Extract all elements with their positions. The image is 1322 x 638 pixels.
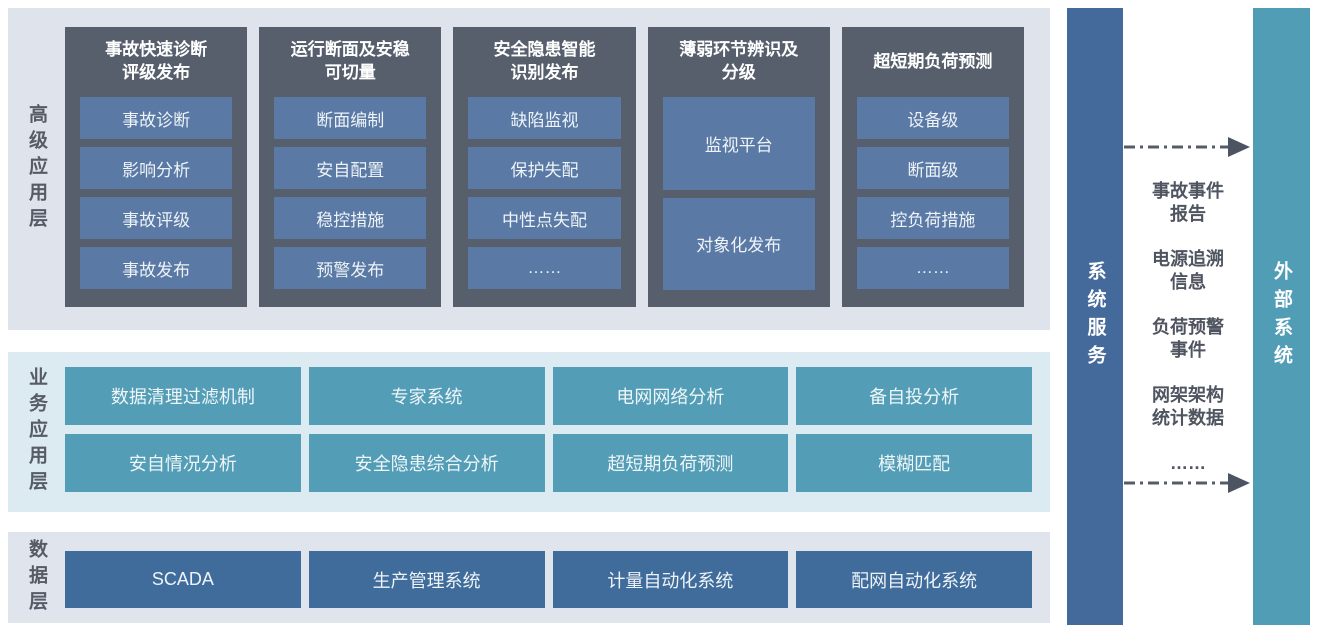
column-header: 运行断面及安稳 可切量 — [290, 40, 410, 82]
app-box: 缺陷监视 — [468, 97, 621, 139]
column-operating-section: 运行断面及安稳 可切量 断面编制 安自配置 稳控措施 预警发布 — [259, 27, 442, 307]
data-source-box: SCADA — [65, 551, 301, 608]
business-box: 电网网络分析 — [552, 367, 789, 425]
app-box: 预警发布 — [274, 247, 427, 289]
exchange-item: 负荷预警 事件 — [1152, 317, 1224, 360]
layer-advanced-label: 高级应用层 — [26, 104, 47, 234]
layer-data: 数据层 SCADA 生产管理系统 计量自动化系统 配网自动化系统 — [8, 532, 1050, 623]
column-items: 监视平台 对象化发布 — [662, 97, 815, 290]
layer-label-wrap: 数据层 — [8, 532, 65, 623]
column-weak-link: 薄弱环节辨识及 分级 监视平台 对象化发布 — [647, 27, 830, 307]
data-source-box: 生产管理系统 — [308, 551, 545, 608]
data-source-box: 配网自动化系统 — [796, 551, 1032, 608]
system-service-label: 系统服务 — [1084, 260, 1106, 373]
column-hidden-danger: 安全隐患智能 识别发布 缺陷监视 保护失配 中性点失配 …… — [453, 27, 636, 307]
layer-advanced-application: 高级应用层 事故快速诊断 评级发布 事故诊断 影响分析 事故评级 事故发布 运行… — [8, 8, 1050, 330]
column-header: 薄弱环节辨识及 分级 — [679, 40, 799, 82]
business-grid: 数据清理过滤机制 专家系统 电网网络分析 备自投分析 安自情况分析 安全隐患综合… — [65, 352, 1050, 512]
column-header: 事故快速诊断 评级发布 — [105, 40, 208, 82]
app-box: 影响分析 — [80, 147, 233, 189]
data-source-box: 计量自动化系统 — [552, 551, 789, 608]
app-box: 设备级 — [856, 97, 1010, 139]
external-system-label: 外部系统 — [1271, 260, 1292, 373]
app-box: 稳控措施 — [274, 197, 427, 239]
column-items: 缺陷监视 保护失配 中性点失配 …… — [468, 97, 621, 290]
column-accident-diagnosis: 事故快速诊断 评级发布 事故诊断 影响分析 事故评级 事故发布 — [65, 27, 248, 307]
column-header: 超短期负荷预测 — [873, 51, 993, 71]
app-box: 控负荷措施 — [856, 197, 1010, 239]
system-service-bar: 系统服务 — [1067, 8, 1123, 625]
business-box: 数据清理过滤机制 — [65, 367, 301, 425]
app-box: 断面级 — [856, 147, 1010, 189]
layer-label-wrap: 高级应用层 — [8, 8, 65, 330]
exchange-item: 网架架构 统计数据 — [1152, 385, 1224, 428]
layer-business-label: 业务应用层 — [26, 367, 47, 497]
data-row: SCADA 生产管理系统 计量自动化系统 配网自动化系统 — [65, 532, 1050, 623]
column-items: 设备级 断面级 控负荷措施 …… — [856, 97, 1010, 290]
business-box: 模糊匹配 — [796, 434, 1032, 492]
app-box: 监视平台 — [662, 97, 815, 190]
exchange-item: 事故事件 报告 — [1152, 181, 1224, 224]
flow-arrow-right-icon — [1124, 473, 1250, 493]
app-box: 事故诊断 — [80, 97, 233, 139]
app-box: 保护失配 — [468, 147, 621, 189]
app-box: …… — [856, 247, 1010, 289]
app-box: 事故发布 — [80, 247, 233, 289]
business-box: 安全隐患综合分析 — [308, 434, 545, 492]
advanced-columns: 事故快速诊断 评级发布 事故诊断 影响分析 事故评级 事故发布 运行断面及安稳 … — [65, 8, 1050, 330]
app-box: 安自配置 — [274, 147, 427, 189]
exchange-item: …… — [1170, 453, 1206, 473]
column-items: 断面编制 安自配置 稳控措施 预警发布 — [274, 97, 427, 290]
column-items: 事故诊断 影响分析 事故评级 事故发布 — [80, 97, 233, 290]
layer-data-label: 数据层 — [26, 538, 47, 617]
business-box: 超短期负荷预测 — [552, 434, 789, 492]
app-box: 事故评级 — [80, 197, 233, 239]
layer-business-application: 业务应用层 数据清理过滤机制 专家系统 电网网络分析 备自投分析 安自情况分析 … — [8, 352, 1050, 512]
exchange-list: 事故事件 报告 电源追溯 信息 负荷预警 事件 网架架构 统计数据 …… — [1123, 180, 1253, 475]
business-box: 安自情况分析 — [65, 434, 301, 492]
column-load-forecast: 超短期负荷预测 设备级 断面级 控负荷措施 …… — [841, 27, 1025, 307]
app-box: 中性点失配 — [468, 197, 621, 239]
external-system-bar: 外部系统 — [1253, 8, 1310, 625]
business-box: 专家系统 — [308, 367, 545, 425]
exchange-area: 事故事件 报告 电源追溯 信息 负荷预警 事件 网架架构 统计数据 …… — [1123, 8, 1253, 625]
layer-label-wrap: 业务应用层 — [8, 352, 65, 512]
app-box: …… — [468, 247, 621, 289]
column-header: 安全隐患智能 识别发布 — [493, 40, 596, 82]
flow-arrow-right-icon — [1124, 137, 1250, 157]
app-box: 断面编制 — [274, 97, 427, 139]
exchange-item: 电源追溯 信息 — [1152, 249, 1224, 292]
app-box: 对象化发布 — [662, 197, 815, 290]
business-box: 备自投分析 — [796, 367, 1032, 425]
